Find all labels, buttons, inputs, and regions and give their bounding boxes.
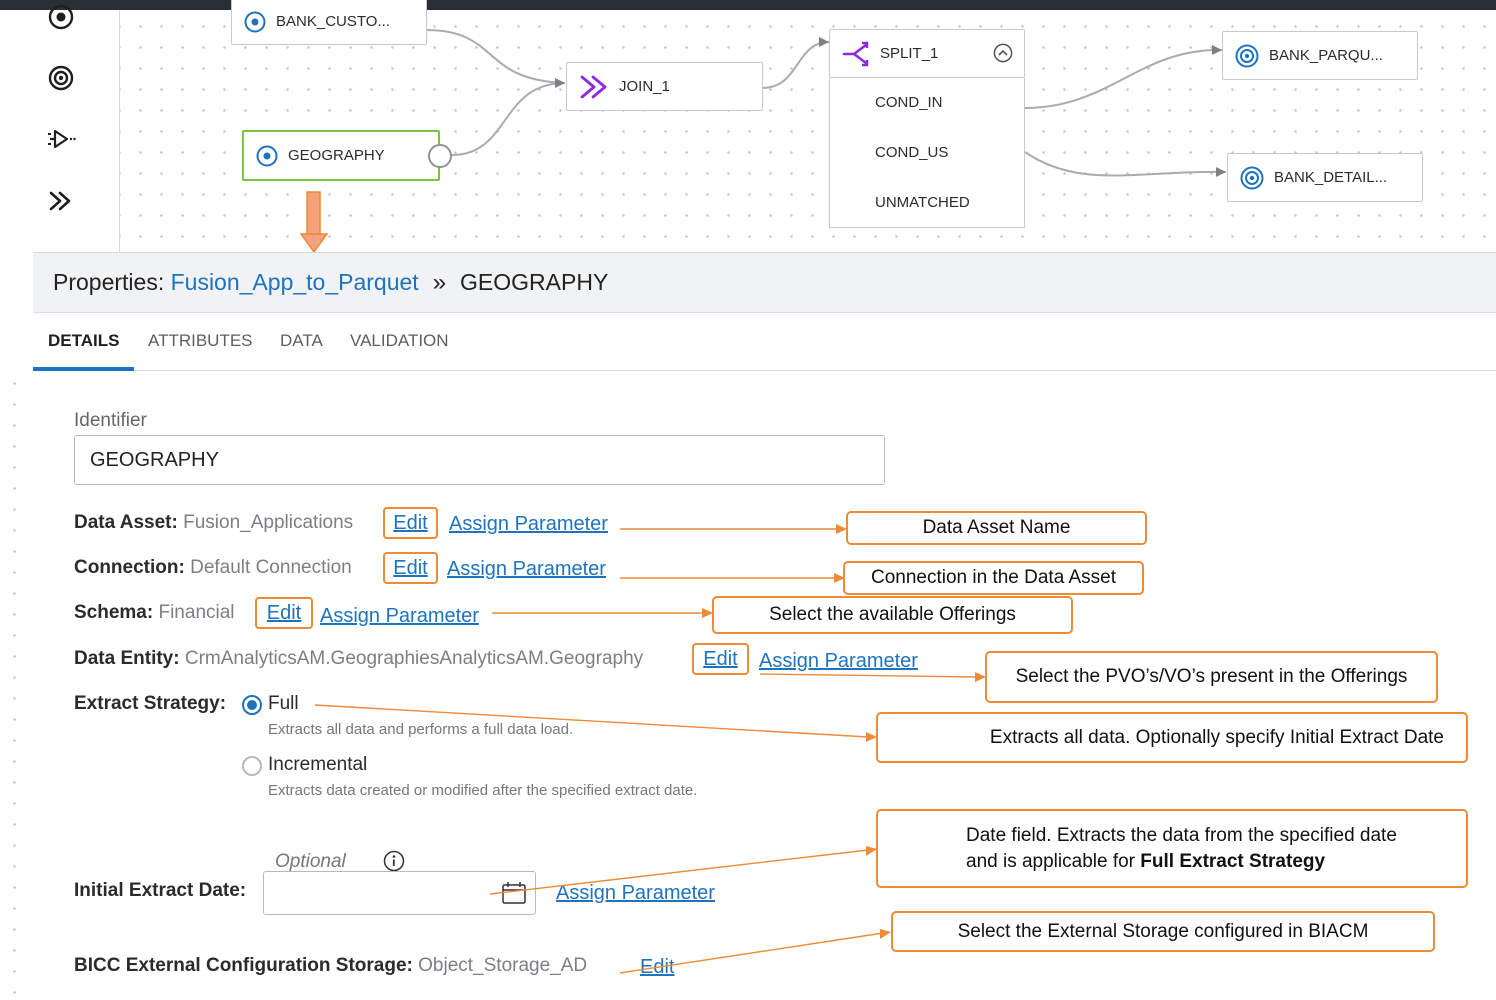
node-label: GEOGRAPHY bbox=[288, 147, 385, 164]
extract-strategy-label: Extract Strategy: bbox=[74, 693, 227, 714]
connection-assign-parameter-link[interactable]: Assign Parameter bbox=[447, 558, 606, 580]
callout-date-line2: and is applicable for bbox=[966, 850, 1141, 872]
data-asset-edit-button[interactable]: Edit bbox=[383, 507, 438, 539]
node-label: SPLIT_1 bbox=[880, 45, 939, 62]
bicc-row: BICC External Configuration Storage: Obj… bbox=[74, 955, 587, 977]
output-port[interactable] bbox=[428, 144, 452, 168]
data-asset-value: Fusion_Applications bbox=[183, 512, 354, 533]
data-entity-value: CrmAnalyticsAM.GeographiesAnalyticsAM.Ge… bbox=[184, 648, 644, 669]
schema-value: Financial bbox=[158, 602, 235, 623]
calendar-icon[interactable] bbox=[501, 880, 527, 911]
properties-prefix: Properties: bbox=[53, 269, 165, 295]
bank-detail-node[interactable]: BANK_DETAIL... bbox=[1227, 153, 1423, 202]
initial-date-input[interactable] bbox=[263, 871, 536, 915]
callout-full: Extracts all data. Optionally specify In… bbox=[876, 712, 1468, 763]
incremental-radio[interactable] bbox=[242, 756, 262, 776]
incremental-label[interactable]: Incremental bbox=[268, 754, 368, 775]
callout-date-bold: Full Extract Strategy bbox=[1140, 850, 1326, 872]
bank-customer-node[interactable]: BANK_CUSTO... bbox=[231, 0, 427, 45]
down-arrow-annotation bbox=[300, 191, 328, 254]
target-icon bbox=[1240, 166, 1264, 190]
source-icon bbox=[256, 145, 278, 167]
full-label[interactable]: Full bbox=[268, 693, 299, 714]
data-asset-assign-parameter-link[interactable]: Assign Parameter bbox=[449, 513, 608, 535]
schema-row: Schema: Financial bbox=[74, 602, 235, 624]
split-node[interactable]: SPLIT_1 bbox=[829, 29, 1025, 78]
data-entity-edit-button[interactable]: Edit bbox=[692, 643, 749, 675]
full-hint: Extracts all data and performs a full da… bbox=[268, 721, 574, 738]
connection-label: Connection: bbox=[74, 557, 185, 578]
callout-date: Date field. Extracts the data from the s… bbox=[876, 809, 1468, 888]
data-entity-label: Data Entity: bbox=[74, 648, 180, 669]
info-icon[interactable] bbox=[383, 850, 405, 877]
join-icon bbox=[579, 74, 609, 100]
split-icon bbox=[842, 41, 870, 67]
incremental-hint: Extracts data created or modified after … bbox=[268, 782, 698, 799]
tab-validation[interactable]: VALIDATION bbox=[350, 331, 449, 350]
callout-bicc: Select the External Storage configured i… bbox=[891, 911, 1435, 952]
connection-edit-button[interactable]: Edit bbox=[383, 552, 438, 584]
target-operator-icon[interactable] bbox=[44, 61, 78, 95]
top-bar bbox=[0, 0, 1496, 10]
extract-strategy-row: Extract Strategy: bbox=[74, 693, 226, 715]
schema-edit-button[interactable]: Edit bbox=[255, 597, 313, 629]
source-operator-icon[interactable] bbox=[44, 0, 78, 34]
source-icon bbox=[244, 11, 266, 33]
tab-details[interactable]: DETAILS bbox=[48, 331, 120, 350]
callout-date-line1: Date field. Extracts the data from the s… bbox=[966, 824, 1397, 846]
split-output-item[interactable]: UNMATCHED bbox=[875, 194, 970, 211]
connection-value: Default Connection bbox=[190, 557, 352, 578]
initial-date-label: Initial Extract Date: bbox=[74, 880, 247, 901]
properties-breadcrumb: Properties: Fusion_App_to_Parquet » GEOG… bbox=[33, 253, 1496, 313]
bank-parquet-node[interactable]: BANK_PARQU... bbox=[1222, 31, 1418, 80]
tab-data[interactable]: DATA bbox=[280, 331, 323, 350]
optional-label: Optional bbox=[275, 851, 346, 872]
data-asset-label: Data Asset: bbox=[74, 512, 178, 533]
geography-node[interactable]: GEOGRAPHY bbox=[242, 130, 440, 181]
identifier-label: Identifier bbox=[74, 410, 147, 431]
join-operator-icon[interactable] bbox=[44, 184, 78, 218]
initial-date-row: Initial Extract Date: bbox=[74, 880, 246, 902]
target-icon bbox=[1235, 44, 1259, 68]
node-label: JOIN_1 bbox=[619, 78, 670, 95]
schema-label: Schema: bbox=[74, 602, 154, 623]
current-operator: GEOGRAPHY bbox=[460, 269, 609, 295]
callout-connection: Connection in the Data Asset bbox=[843, 561, 1144, 595]
node-label: BANK_PARQU... bbox=[1269, 47, 1383, 64]
collapse-chevron-icon[interactable] bbox=[993, 43, 1013, 67]
split-outputs-panel: COND_IN COND_US UNMATCHED bbox=[829, 78, 1025, 228]
connection-row: Connection: Default Connection bbox=[74, 557, 352, 579]
tab-attributes[interactable]: ATTRIBUTES bbox=[148, 331, 253, 350]
bicc-label: BICC External Configuration Storage: bbox=[74, 955, 413, 976]
data-entity-row: Data Entity: CrmAnalyticsAM.GeographiesA… bbox=[74, 648, 643, 670]
properties-tabs: DETAILS ATTRIBUTES DATA VALIDATION bbox=[33, 314, 1496, 371]
breadcrumb-separator: » bbox=[432, 268, 447, 296]
initial-date-assign-parameter-link[interactable]: Assign Parameter bbox=[556, 882, 715, 904]
split-output-item[interactable]: COND_US bbox=[875, 144, 949, 161]
node-label: BANK_CUSTO... bbox=[276, 13, 390, 30]
identifier-field[interactable]: GEOGRAPHY bbox=[74, 435, 885, 485]
callout-schema: Select the available Offerings bbox=[712, 596, 1073, 634]
node-label: BANK_DETAIL... bbox=[1274, 169, 1388, 186]
callout-data-entity: Select the PVO’s/VO’s present in the Off… bbox=[985, 651, 1438, 703]
schema-assign-parameter-link[interactable]: Assign Parameter bbox=[320, 605, 479, 627]
bicc-value: Object_Storage_AD bbox=[418, 955, 588, 976]
flow-link[interactable]: Fusion_App_to_Parquet bbox=[170, 269, 419, 295]
filter-operator-icon[interactable] bbox=[44, 122, 78, 156]
join-node[interactable]: JOIN_1 bbox=[566, 62, 763, 111]
bicc-edit-link[interactable]: Edit bbox=[640, 956, 675, 978]
callout-data-asset: Data Asset Name bbox=[846, 511, 1147, 545]
active-tab-indicator bbox=[33, 367, 134, 371]
data-asset-row: Data Asset: Fusion_Applications bbox=[74, 512, 353, 534]
split-output-item[interactable]: COND_IN bbox=[875, 94, 943, 111]
data-entity-assign-parameter-link[interactable]: Assign Parameter bbox=[759, 650, 918, 672]
full-radio[interactable] bbox=[242, 695, 262, 715]
